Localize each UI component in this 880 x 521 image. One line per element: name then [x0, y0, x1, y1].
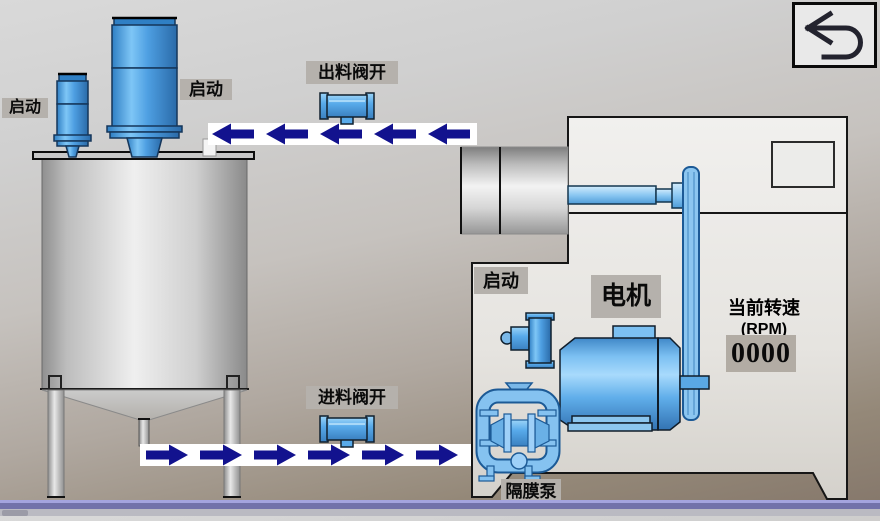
machine-window [771, 141, 835, 188]
motor-shaft-stub [679, 375, 710, 390]
agitator-motor-large[interactable] [106, 16, 183, 158]
discharge-valve[interactable] [319, 92, 375, 125]
tank-outlet-pipe [138, 418, 150, 447]
back-button[interactable] [792, 2, 877, 68]
taskbar-lower-band[interactable] [0, 509, 880, 516]
discharge-valve-status-button[interactable]: 出料阀开 [306, 61, 398, 84]
rpm-title-text: 当前转速 [728, 298, 800, 318]
agitator1-start-button[interactable]: 启动 [2, 98, 48, 118]
rpm-title: 当前转速 (RPM) [712, 294, 816, 339]
flow-arrows-right [146, 444, 458, 466]
diaphragm-pump[interactable] [475, 382, 561, 482]
taskbar-icon[interactable] [2, 510, 28, 516]
roller-drum [460, 146, 569, 235]
agitator-motor-small[interactable] [53, 72, 92, 158]
drive-belt [682, 166, 700, 421]
discharge-pipe [208, 123, 477, 145]
machine-start-button[interactable]: 启动 [474, 267, 528, 294]
mixing-tank [32, 138, 255, 498]
feed-pipe [140, 444, 471, 466]
feed-valve-status-button[interactable]: 进料阀开 [306, 386, 398, 409]
tank-cone-bottom [41, 389, 248, 421]
main-motor[interactable] [559, 325, 710, 432]
taskbar-top-line [0, 500, 880, 503]
rpm-unit-text: (RPM) [740, 321, 788, 338]
tank-lug-left [48, 375, 62, 390]
motor-label: 电机 [591, 275, 661, 318]
diaphragm-pump-label: 隔膜泵 [501, 479, 561, 503]
feed-valve[interactable] [319, 415, 375, 448]
taskbar-band[interactable] [0, 503, 880, 509]
drive-shaft [567, 182, 685, 209]
tank-body [41, 157, 248, 390]
agitator2-start-button[interactable]: 启动 [180, 79, 232, 100]
return-arrow-icon [804, 10, 863, 60]
tank-leg-left [47, 389, 65, 498]
tank-leg-right [223, 389, 241, 498]
flow-arrows-left [212, 123, 470, 145]
tank-lug-right [226, 375, 240, 390]
pump-inlet-valve[interactable] [500, 312, 555, 369]
rpm-value-display: 0000 [726, 335, 796, 372]
